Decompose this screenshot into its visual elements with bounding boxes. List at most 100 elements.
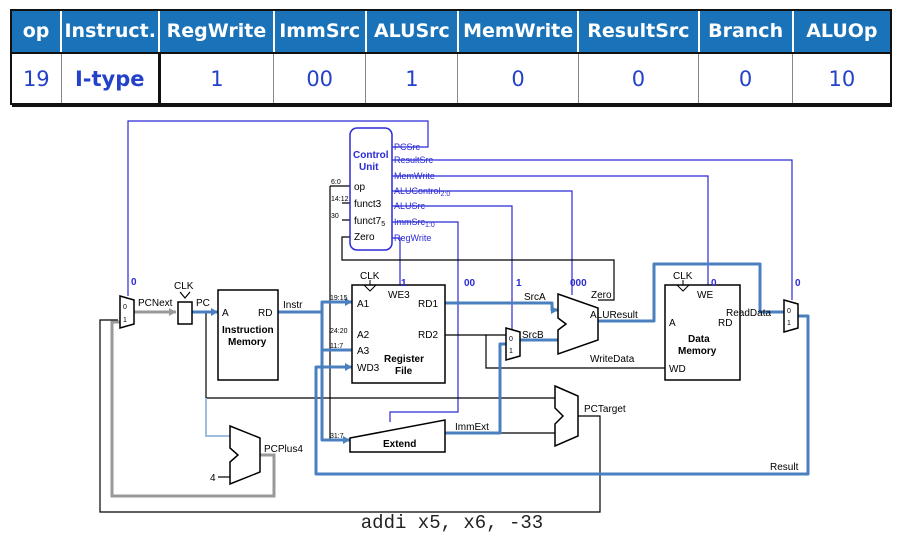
val-regwrite: 1 (401, 278, 407, 289)
active-path-light (205, 398, 234, 437)
grey-arrowheads (169, 308, 176, 316)
extend-label: Extend (383, 439, 416, 450)
cu-title-1: Control (353, 150, 389, 161)
cu-in-funct7-sub: 5 (381, 221, 385, 228)
arrow-ext (343, 436, 350, 444)
dm-clk-mark (676, 284, 690, 292)
rd1-to-alu (445, 301, 558, 312)
sig-immext: ImmExt (455, 422, 489, 433)
cu-out-alucontrol-sub: 2:0 (441, 191, 451, 198)
cu-out-immsrc: ImmSrc1:0 (394, 217, 435, 229)
sig-readdata: ReadData (726, 308, 771, 319)
alusrc-line (392, 205, 513, 330)
sig-writedata: WriteData (590, 354, 635, 365)
arrow-pc (169, 308, 176, 316)
cu-in-funct3: funct3 (354, 199, 382, 210)
result-to-wd3 (314, 314, 810, 476)
dm-we: WE (697, 290, 713, 301)
bits-a3: 11:7 (330, 343, 343, 350)
cell-alusrc: 1 (365, 53, 459, 107)
pcsrc-line (127, 120, 429, 296)
imem-a: A (222, 308, 229, 319)
val-memwrite: 0 (711, 278, 717, 289)
arrow-a1 (345, 298, 352, 306)
header-instruct: Instruct. (61, 10, 161, 54)
arrowheads (211, 298, 558, 444)
cu-title-2: Unit (359, 162, 379, 173)
srcb-mux (505, 327, 521, 361)
pc-mux (119, 295, 135, 329)
register-file (351, 284, 446, 384)
rf-title-1: Register (384, 354, 424, 365)
cu-out-pcsrc: PCSrc (394, 142, 421, 152)
header-regwrite: RegWrite (159, 10, 275, 54)
clock-marks (363, 280, 690, 292)
sig-instr: Instr (283, 300, 303, 311)
table-row: 19 I-type 1 00 1 0 0 0 10 (12, 53, 892, 107)
arrow-imem (211, 308, 218, 316)
pc-adder-path (205, 398, 234, 437)
alu (557, 292, 599, 356)
immsrc-line (389, 221, 459, 422)
header-resultsrc: ResultSrc (578, 10, 700, 54)
val-pcsrc: 0 (131, 277, 137, 288)
dm-title-2: Memory (678, 346, 717, 357)
val-alucontrol: 000 (570, 278, 587, 289)
cell-immsrc: 00 (273, 53, 367, 107)
sig-pcplus4: PCPlus4 (264, 444, 303, 455)
control-unit (349, 127, 393, 251)
resmux-1: 1 (787, 320, 791, 327)
regwrite-line (392, 237, 401, 290)
val-resultsrc: 0 (795, 278, 801, 289)
rf-clk-mark (363, 284, 377, 292)
imem-title-2: Memory (228, 337, 267, 348)
control-signals-table: op Instruct. RegWrite ImmSrc ALUSrc MemW… (12, 10, 893, 107)
rd2-to-mux (445, 334, 665, 369)
cu-out-immsrc-sub: 1:0 (425, 222, 435, 229)
header-memwrite: MemWrite (457, 10, 580, 54)
rf-we3: WE3 (388, 290, 410, 301)
bit-field-labels: 6:0 14:12 30 19:15 24:20 11:7 31:7 (330, 179, 349, 440)
header-op: op (12, 10, 63, 54)
cell-op: 19 (12, 53, 62, 107)
control-values: 0 1 00 1 000 0 0 (131, 277, 801, 289)
table-header-row: op Instruct. RegWrite ImmSrc ALUSrc MemW… (12, 10, 893, 54)
imem-rd: RD (258, 308, 272, 319)
immext-to-mux (445, 342, 506, 435)
cu-in-funct7-name: funct7 (354, 216, 382, 227)
bits-funct7: 30 (331, 213, 339, 220)
cu-out-regwrite: RegWrite (394, 233, 431, 243)
arrow-srca (551, 306, 558, 314)
dm-rd: RD (718, 318, 732, 329)
sig-clk-pc: CLK (174, 281, 194, 292)
bits-ext: 31:7 (330, 433, 344, 440)
data-memory (664, 284, 741, 381)
sig-four: 4 (210, 473, 216, 484)
header-branch: Branch (698, 10, 794, 54)
header-aluop: ALUOp (792, 10, 893, 54)
control-unit-labels: Control Unit op funct3 funct75 Zero PCSr… (353, 142, 450, 243)
memwrite-line (392, 175, 709, 288)
rf-rd1: RD1 (418, 299, 438, 310)
pcmux-0: 0 (123, 304, 127, 311)
instr-to-ext (320, 312, 350, 442)
cu-out-resultsrc: ResultSrc (394, 155, 434, 165)
signal-labels: PCNext PC Instr CLK CLK CLK SrcA SrcB Ze… (138, 271, 799, 484)
instr-fields (329, 185, 350, 440)
cu-in-funct7: funct75 (354, 216, 385, 228)
rf-a2: A2 (357, 330, 370, 341)
pc-register (177, 301, 193, 325)
rf-wd3: WD3 (357, 363, 380, 374)
cell-aluop: 10 (792, 53, 892, 107)
rf-a1: A1 (357, 299, 370, 310)
arrow-wd3 (345, 363, 352, 371)
sig-zero: Zero (591, 290, 612, 301)
cu-out-memwrite: MemWrite (394, 171, 435, 181)
sig-aluresult: ALUResult (590, 310, 638, 321)
srcbmux-1: 1 (509, 348, 513, 355)
resmux-0: 0 (787, 308, 791, 315)
cu-in-op: op (354, 182, 366, 193)
pcmux-1: 1 (123, 317, 127, 324)
val-alusrc: 1 (516, 278, 522, 289)
